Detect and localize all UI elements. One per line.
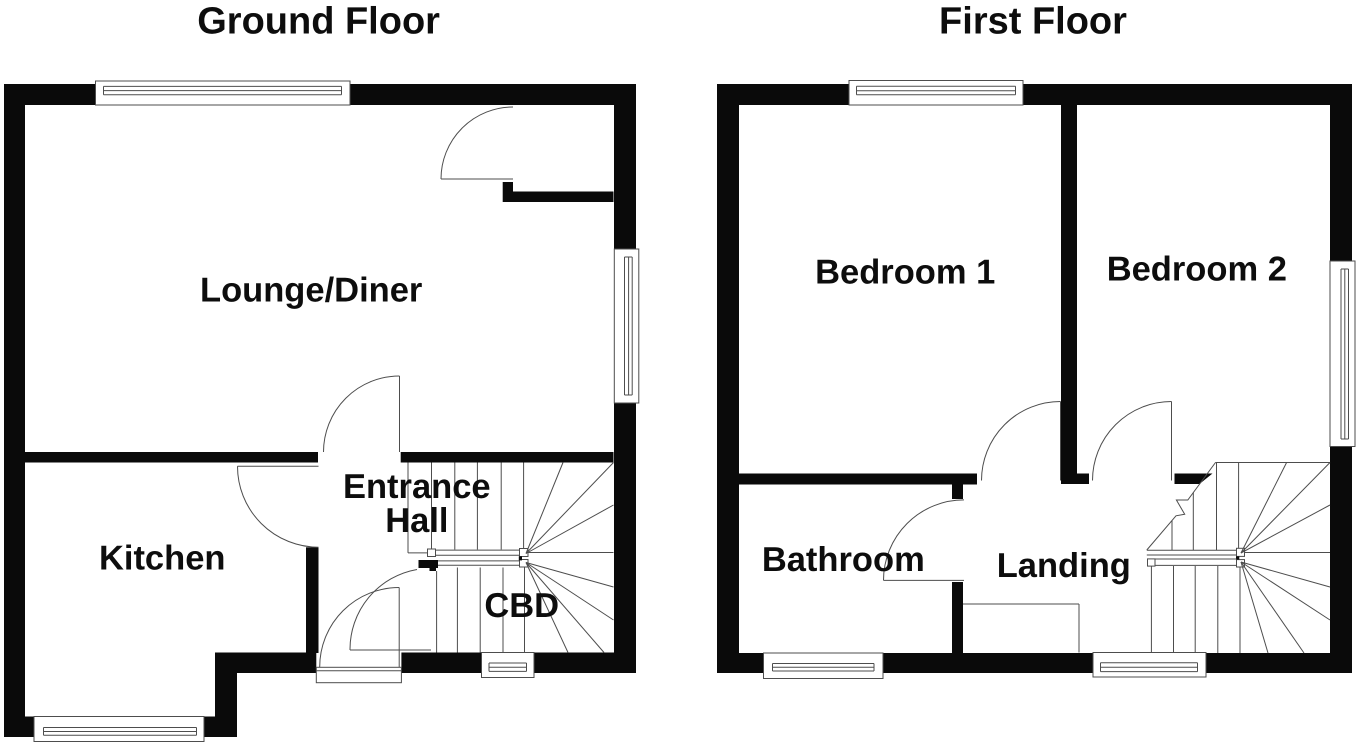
svg-text:Entrance: Entrance (343, 468, 491, 506)
svg-text:Lounge/Diner: Lounge/Diner (200, 271, 422, 309)
svg-text:Ground Floor: Ground Floor (197, 1, 440, 43)
svg-text:Landing: Landing (997, 547, 1131, 585)
svg-text:Bathroom: Bathroom (762, 541, 925, 579)
svg-text:Bedroom 2: Bedroom 2 (1107, 250, 1287, 288)
svg-text:Hall: Hall (385, 502, 448, 540)
svg-text:Kitchen: Kitchen (99, 540, 226, 578)
svg-text:Bedroom 1: Bedroom 1 (815, 254, 995, 292)
svg-text:First Floor: First Floor (939, 1, 1127, 43)
svg-text:CBD: CBD (484, 587, 559, 625)
